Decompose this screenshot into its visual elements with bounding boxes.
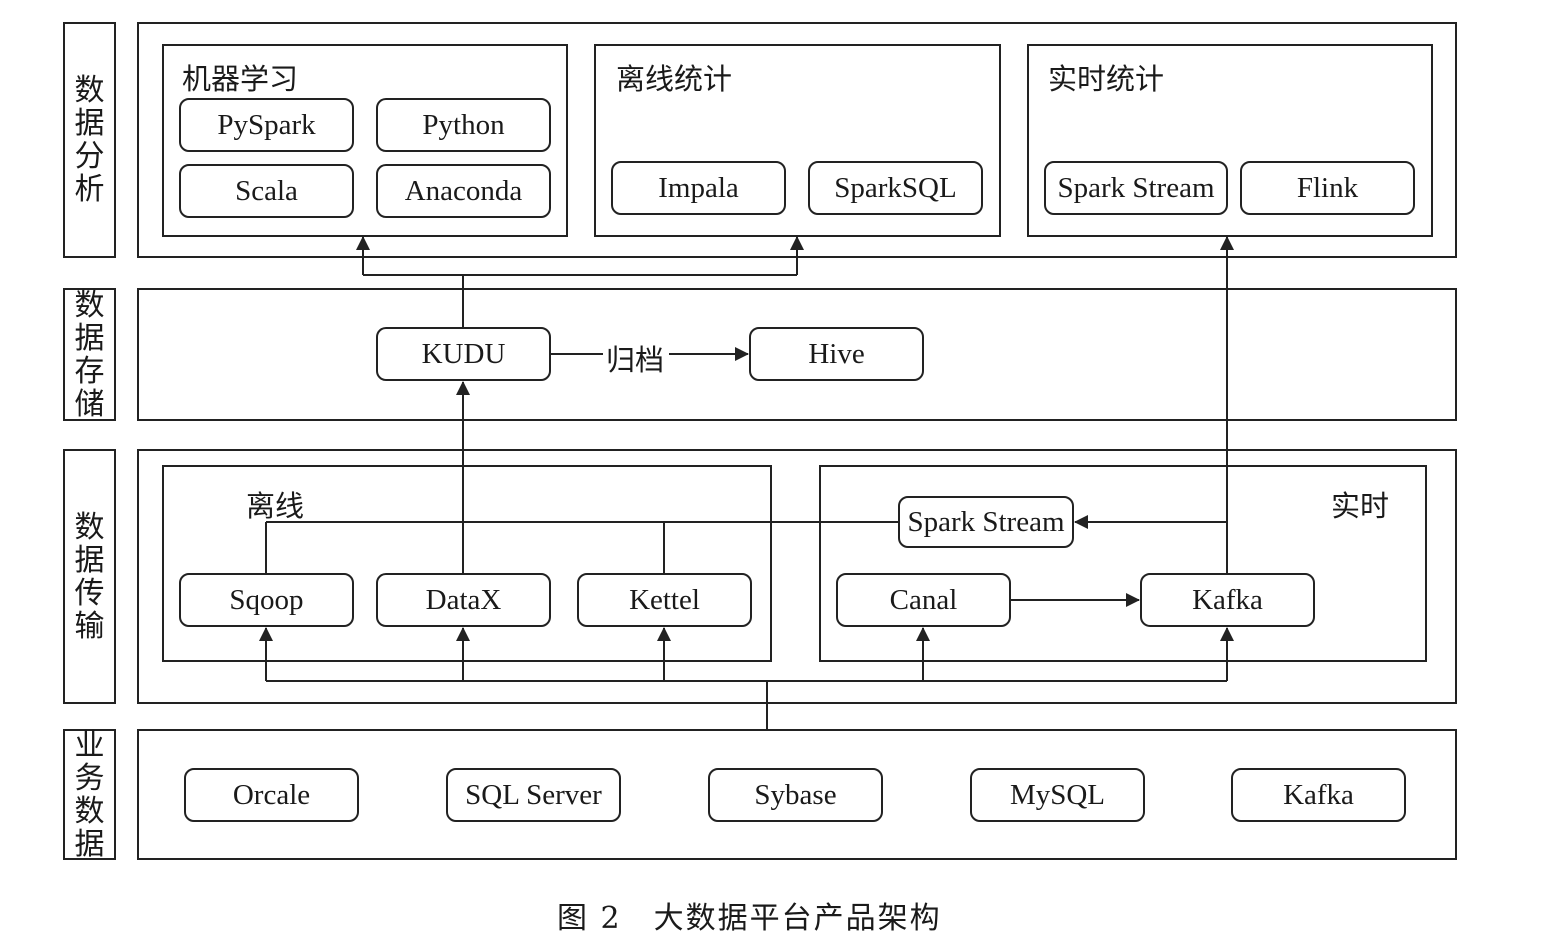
archive-label: 归档 xyxy=(606,337,665,379)
layer-label-analysis-text: 数据分析 xyxy=(74,73,105,207)
python-node: Python xyxy=(376,98,551,152)
spark-stream-transport-node: Spark Stream xyxy=(898,496,1074,548)
impala-node: Impala xyxy=(611,161,786,215)
layer-label-business: 业务数据 xyxy=(63,727,116,862)
ml-group-title: 机器学习 xyxy=(182,62,299,96)
layer-label-business-text: 业务数据 xyxy=(74,727,105,862)
kettel-node: Kettel xyxy=(577,573,752,627)
hive-node: Hive xyxy=(749,327,924,381)
scala-node: Scala xyxy=(179,164,354,218)
realtime-stats-title: 实时统计 xyxy=(1048,62,1165,96)
pyspark-node: PySpark xyxy=(179,98,354,152)
mysql-node: MySQL xyxy=(970,768,1145,822)
layer-label-storage: 数据存储 xyxy=(63,288,116,421)
layer-label-storage-text: 数据存储 xyxy=(74,287,105,422)
offline-transport-title: 离线 xyxy=(246,489,305,523)
spark-stream-analysis-node: Spark Stream xyxy=(1044,161,1228,215)
layer-label-transport-text: 数据传输 xyxy=(74,509,105,644)
datax-node: DataX xyxy=(376,573,551,627)
kafka-transport-node: Kafka xyxy=(1140,573,1315,627)
kafka-business-node: Kafka xyxy=(1231,768,1406,822)
figure-caption: 图 2 大数据平台产品架构 xyxy=(557,901,942,936)
anaconda-node: Anaconda xyxy=(376,164,551,218)
offline-stats-title: 离线统计 xyxy=(616,62,733,96)
flink-node: Flink xyxy=(1240,161,1415,215)
oracle-node: Orcale xyxy=(184,768,359,822)
sparksql-node: SparkSQL xyxy=(808,161,983,215)
sybase-node: Sybase xyxy=(708,768,883,822)
sqlserver-node: SQL Server xyxy=(446,768,621,822)
layer-label-transport: 数据传输 xyxy=(63,449,116,704)
layer-label-analysis: 数据分析 xyxy=(63,22,116,258)
kudu-node: KUDU xyxy=(376,327,551,381)
canal-node: Canal xyxy=(836,573,1011,627)
realtime-transport-title: 实时 xyxy=(1331,489,1390,523)
sqoop-node: Sqoop xyxy=(179,573,354,627)
